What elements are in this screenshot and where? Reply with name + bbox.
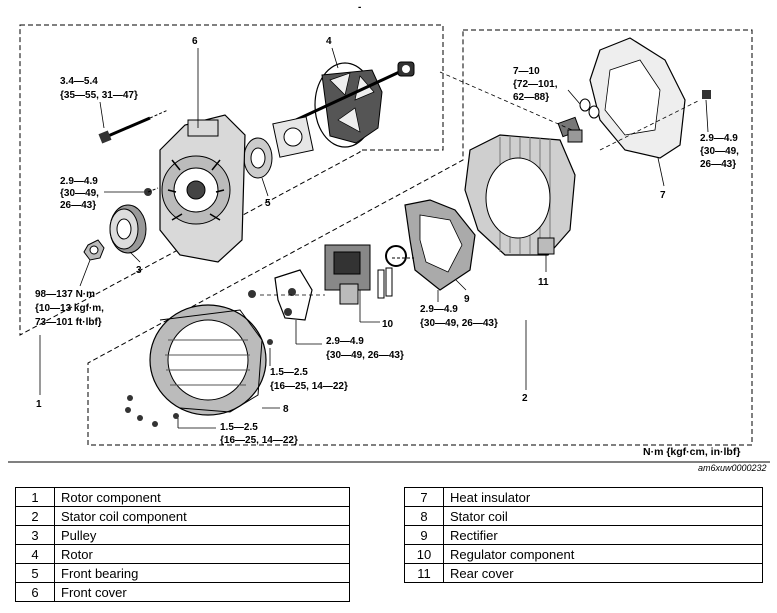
svg-text:{30—49,: {30—49,	[700, 146, 739, 157]
pulley-nut	[83, 239, 105, 261]
regulator-screws	[248, 290, 292, 345]
regulator-bracket	[274, 269, 313, 321]
image-reference: am6xuw0000232	[698, 463, 767, 473]
front-cover-screw	[144, 187, 159, 196]
svg-text:26—43}: 26—43}	[700, 159, 736, 170]
svg-text:3.4—5.4: 3.4—5.4	[60, 76, 98, 87]
svg-text:1.5—2.5: 1.5—2.5	[270, 367, 308, 378]
torque-stator-bottom: 1.5—2.5 {16—25, 14—22}	[177, 418, 298, 446]
callout-2: 2	[522, 393, 528, 404]
stator-component-group-outline	[87, 29, 753, 446]
torque-rectifier-screws: 2.9—4.9 {30—49, 26—43}	[420, 290, 498, 329]
svg-text:2.9—4.9: 2.9—4.9	[60, 176, 98, 187]
svg-text:{10—13 kgf·m,: {10—13 kgf·m,	[35, 303, 104, 314]
torque-bolt-top: 3.4—5.4 {35—55, 31—47}	[60, 76, 138, 129]
svg-text:62—88}: 62—88}	[513, 92, 549, 103]
insulator-nut	[702, 90, 711, 99]
svg-text:{35—55, 31—47}: {35—55, 31—47}	[60, 90, 138, 101]
bearing-retainer-plate	[272, 116, 314, 158]
svg-text:98—137 N·m: 98—137 N·m	[35, 289, 95, 300]
svg-text:73—101 ft·lbf}: 73—101 ft·lbf}	[35, 317, 102, 328]
svg-text:2.9—4.9: 2.9—4.9	[420, 304, 458, 315]
svg-text:{16—25, 14—22}: {16—25, 14—22}	[270, 381, 348, 392]
front-bearing-part	[243, 137, 273, 179]
callout-4: 4	[326, 36, 332, 47]
regulator-part	[324, 244, 393, 305]
callout-8: 8	[283, 404, 289, 415]
callout-7: 7	[660, 190, 666, 201]
svg-text:{72—101,: {72—101,	[513, 79, 558, 90]
top-mark: -	[358, 2, 361, 13]
torque-rear-cover-nut: 2.9—4.9 {30—49, 26—43}	[700, 99, 739, 170]
heat-insulator-part	[589, 37, 686, 159]
torque-cover-nut: 7—10 {72—101, 62—88}	[513, 66, 581, 105]
rear-cover-part	[464, 134, 576, 256]
through-bolt	[98, 109, 169, 144]
rectifier-part	[392, 199, 476, 291]
svg-text:26—43}: 26—43}	[60, 200, 96, 211]
torque-stator-screw: 1.5—2.5 {16—25, 14—22}	[269, 348, 348, 392]
stator-screws	[125, 395, 179, 427]
torque-front-screw: 2.9—4.9 {30—49, 26—43}	[60, 176, 144, 211]
svg-text:{30—49, 26—43}: {30—49, 26—43}	[420, 318, 498, 329]
svg-text:2.9—4.9: 2.9—4.9	[700, 133, 738, 144]
svg-text:1.5—2.5: 1.5—2.5	[220, 422, 258, 433]
svg-text:{30—49,: {30—49,	[60, 188, 99, 199]
callout-11: 11	[538, 277, 549, 288]
units-note: N·m {kgf·cm, in·lbf}	[643, 446, 740, 458]
pulley-part	[109, 204, 147, 254]
callout-3: 3	[136, 265, 142, 276]
svg-text:{30—49, 26—43}: {30—49, 26—43}	[326, 350, 404, 361]
callout-10: 10	[382, 319, 394, 330]
b-terminal-parts	[557, 98, 600, 143]
rotor-component-group-outline	[19, 24, 444, 336]
rotor-part	[295, 61, 415, 148]
callout-6: 6	[192, 36, 198, 47]
svg-text:7—10: 7—10	[513, 66, 540, 77]
torque-pulley-nut: 98—137 N·m {10—13 kgf·m, 73—101 ft·lbf}	[35, 259, 104, 328]
callout-9: 9	[464, 294, 470, 305]
rectifier-gasket	[385, 245, 407, 267]
callout-1: 1	[36, 399, 42, 410]
front-cover-part	[159, 114, 246, 263]
stator-coil-part	[149, 304, 267, 416]
svg-text:{16—25, 14—22}: {16—25, 14—22}	[220, 435, 298, 446]
callout-5: 5	[265, 198, 271, 209]
torque-regulator-screw: 2.9—4.9 {30—49, 26—43}	[295, 320, 404, 361]
svg-text:2.9—4.9: 2.9—4.9	[326, 336, 364, 347]
